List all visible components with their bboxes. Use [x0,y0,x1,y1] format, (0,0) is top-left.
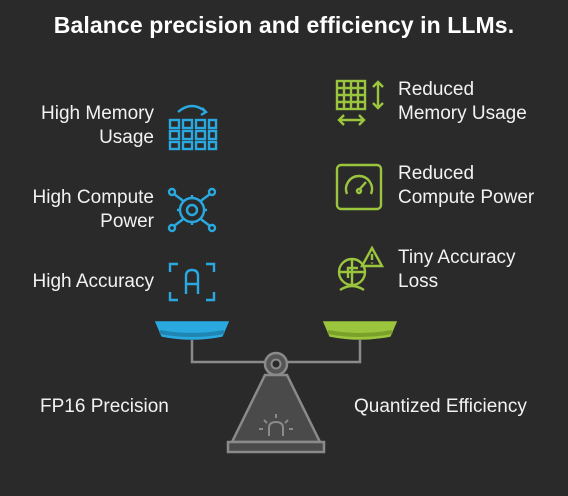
fp16-precision-label: FP16 Precision [40,396,169,417]
left-item-memory-line2: Usage [99,127,154,148]
chart-warning-icon [334,244,386,296]
right-item-accuracy-line1: Tiny Accuracy [398,247,516,268]
left-item-memory-line1: High Memory [41,103,154,124]
gauge-icon [334,162,384,212]
scale-base [229,373,323,444]
left-item-memory: High Memory Usage [41,102,154,150]
right-item-memory-line1: Reduced [398,79,475,100]
right-item-accuracy-line2: Loss [398,271,439,292]
left-item-compute-line2: Power [100,211,154,232]
focus-a-icon [166,260,218,304]
page-title: Balance precision and efficiency in LLMs… [53,12,515,38]
left-item-accuracy: High Accuracy [33,270,154,294]
gear-chip-icon [166,186,218,234]
balance-scale [150,318,410,458]
left-item-compute: High Compute Power [33,186,154,234]
quantized-efficiency-label: Quantized Efficiency [354,396,527,417]
left-item-compute-line1: High Compute [32,187,154,208]
right-item-compute: Reduced Compute Power [398,162,534,210]
memory-blocks-icon [166,100,218,152]
right-item-accuracy: Tiny Accuracy Loss [398,246,516,294]
compressed-grid-icon [334,78,388,128]
right-item-memory: Reduced Memory Usage [398,78,527,126]
right-item-compute-line2: Compute Power [398,187,535,208]
left-item-accuracy-line1: High Accuracy [32,271,154,292]
right-item-memory-line2: Memory Usage [398,103,527,124]
right-item-compute-line1: Reduced [398,163,475,184]
